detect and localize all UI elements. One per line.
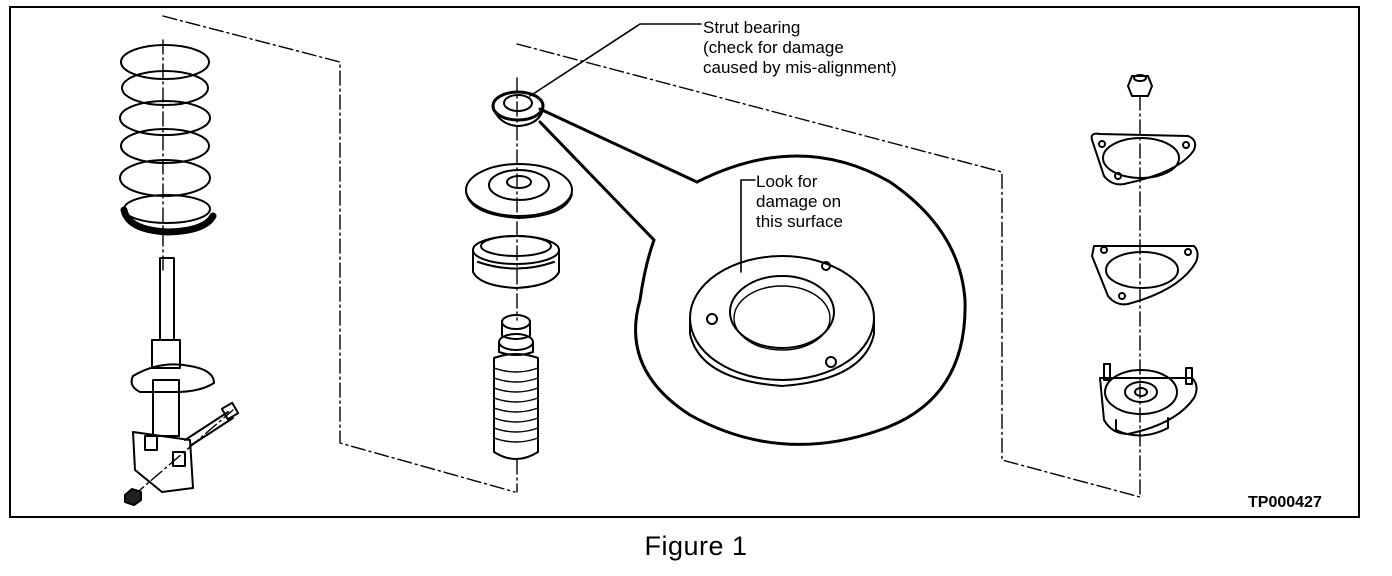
strut-bearing-callout-text: Strut bearing (check for damage caused b…	[703, 18, 897, 77]
insulator-plate	[1091, 245, 1199, 306]
lock-nut	[1127, 74, 1153, 97]
coil-spring	[119, 44, 217, 236]
damage-surface-callout-text: Look for damage on this surface	[756, 172, 843, 231]
bound-stopper-ring	[472, 235, 560, 289]
insulator-upper	[1090, 132, 1197, 186]
dust-boot	[493, 314, 539, 460]
strut-mount	[1099, 363, 1198, 437]
magnified-bearing-callout	[538, 107, 967, 446]
drawing-code: TP000427	[1248, 494, 1322, 511]
strut-bearing-small	[491, 90, 545, 127]
strut-body	[124, 257, 240, 506]
strut-bearing-leader	[529, 23, 702, 97]
figure-caption: Figure 1	[644, 531, 748, 561]
upper-spring-seat	[465, 163, 573, 219]
assembly-lines	[132, 15, 1141, 498]
